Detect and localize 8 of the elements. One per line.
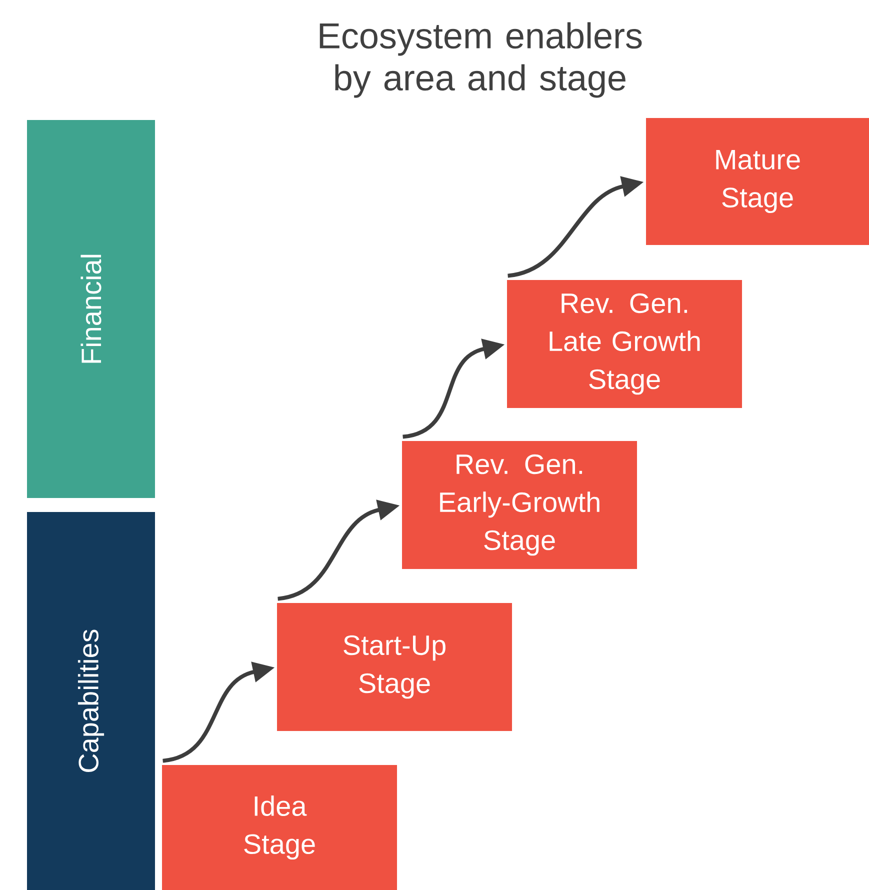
title: Ecosystem enablers by area and stage [320,22,642,98]
stage-box: Rev. Gen. Early-Growth Stage [402,441,637,569]
stage-box: Start-Up Stage [277,603,512,731]
stage-box: Rev. Gen. Late Growth Stage [507,280,742,408]
area-bar: Financial [27,120,155,498]
stage-box: Idea Stage [162,765,397,890]
area-bar: Capabilities [27,512,155,890]
stage-box: Mature Stage [646,118,869,245]
